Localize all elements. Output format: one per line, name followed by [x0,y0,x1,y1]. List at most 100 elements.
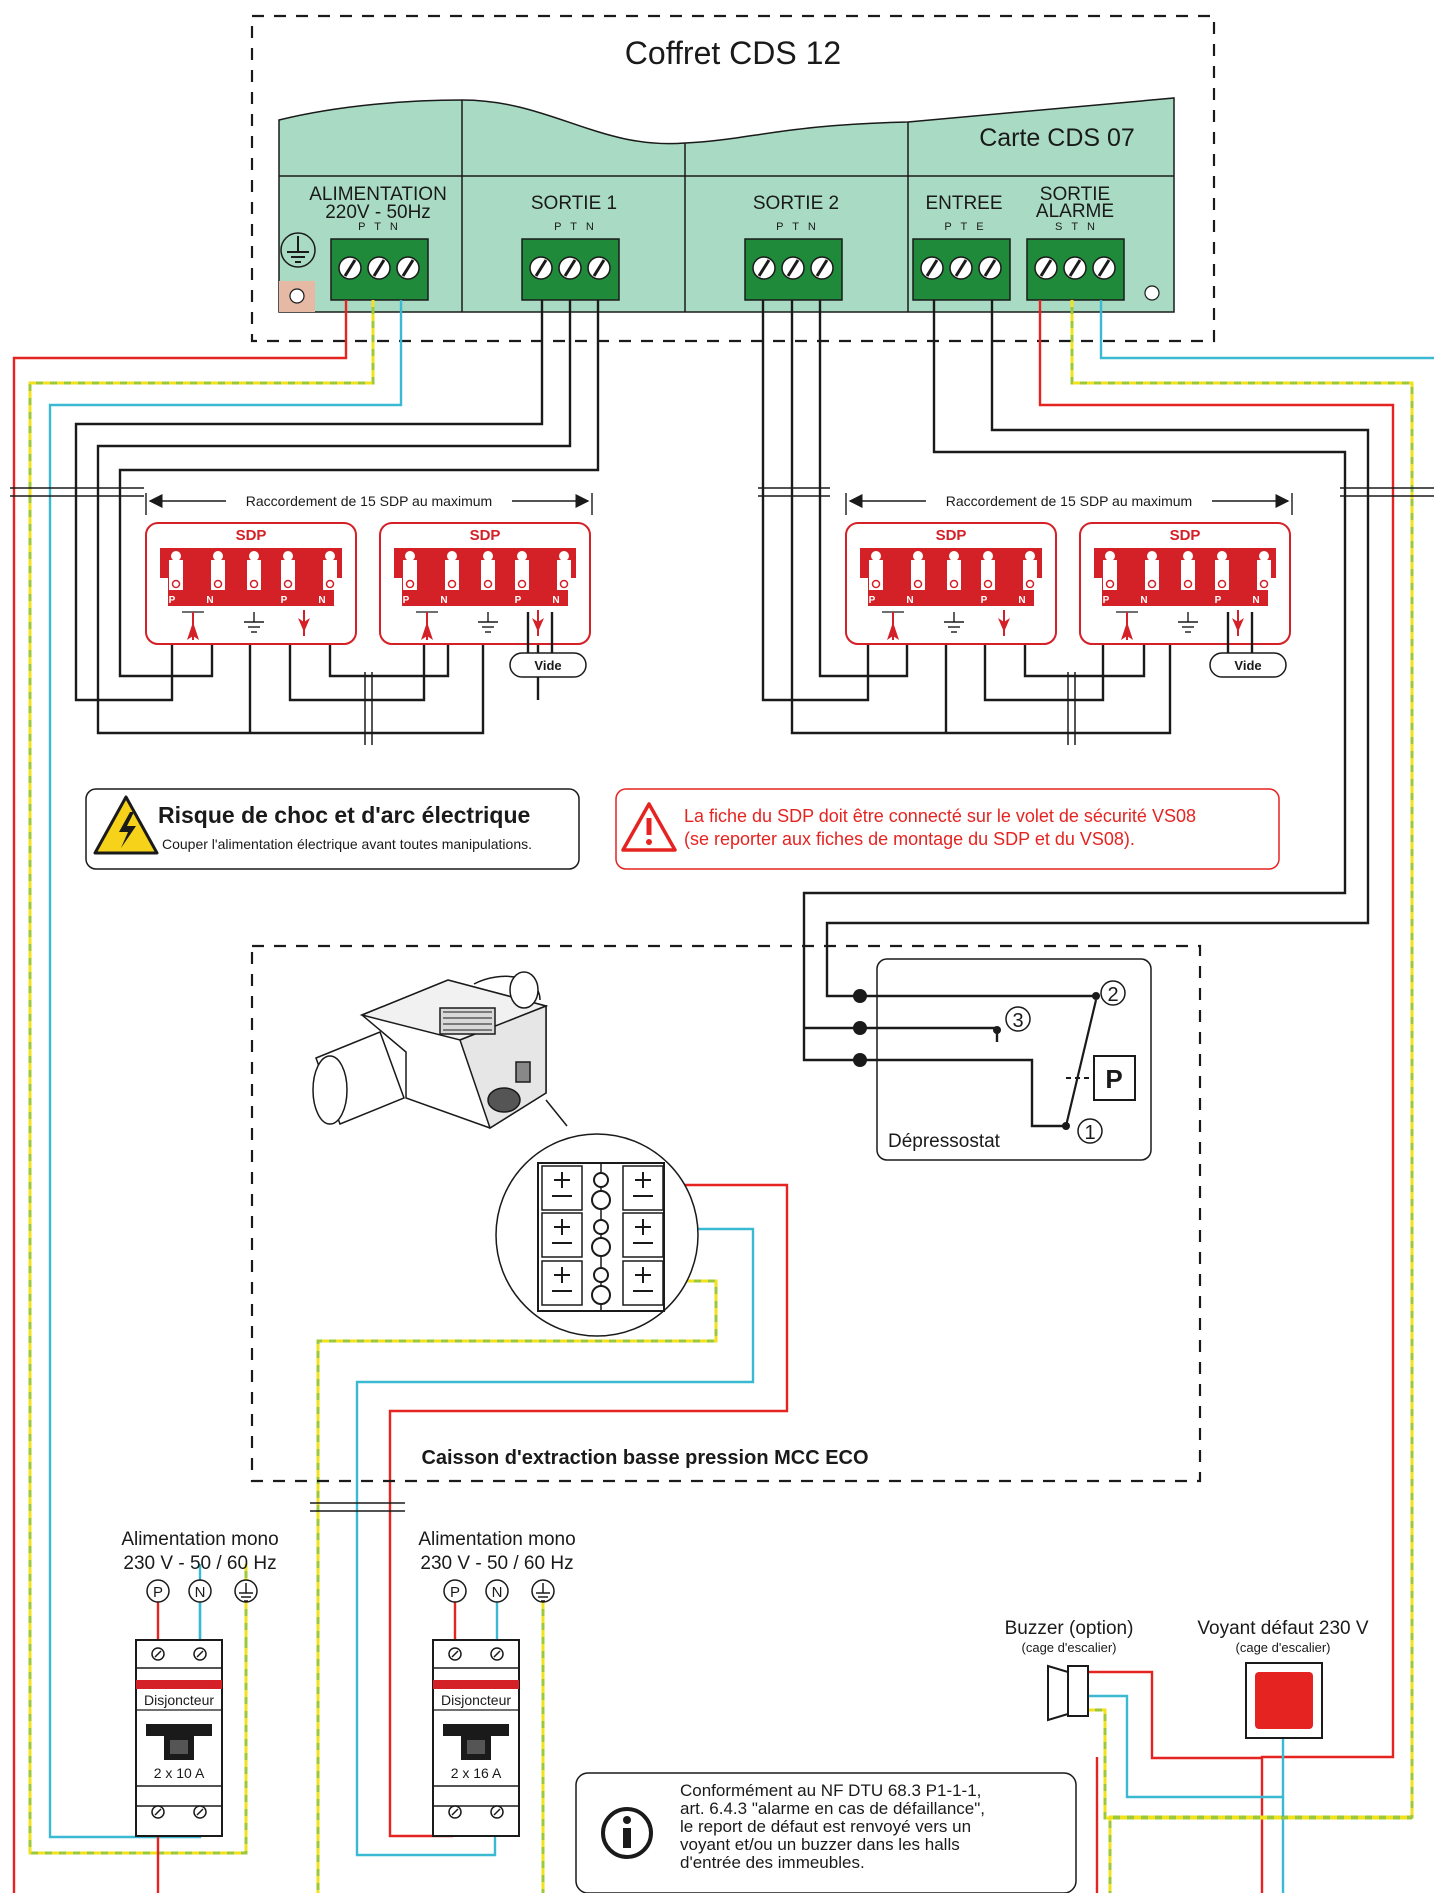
circuit-breaker: Disjoncteur 2 x 10 A [135,1639,223,1837]
note-line: Conformément au NF DTU 68.3 P1-1-1, [680,1781,981,1800]
note-line: art. 6.4.3 "alarme en cas de défaillance… [680,1799,985,1818]
voyant-light-icon [1255,1672,1313,1729]
terminal-block-1 [330,238,429,301]
info-icon [601,1807,653,1859]
earth-terminal-icon [531,1579,555,1603]
buzzer-subtitle: (cage d'escalier) [1022,1640,1117,1655]
vide-label: Vide [1234,658,1261,673]
note-line: d'entrée des immeubles. [680,1853,865,1872]
alarme-terminals: S T N [1055,221,1095,233]
terminal-block-3 [744,238,843,301]
breaker-rating: 2 x 10 A [154,1765,205,1781]
supply-terminal: N [492,1584,503,1601]
sdp-pin-label: P [169,595,176,606]
contact-1-label: 1 [1084,1122,1095,1144]
sdp-label: SDP [936,527,967,544]
supply-terminal: P [153,1584,163,1601]
sortie2-label: SORTIE 2 [753,193,839,214]
sdp-pin-label: P [515,595,522,606]
dtu-note: Conformément au NF DTU 68.3 P1-1-1,art. … [575,1772,1077,1893]
mounting-hole [1144,285,1160,301]
contact-2-label: 2 [1107,984,1118,1006]
power-supply-1: Alimentation mono 230 V - 50 / 60 Hz P N Dis… [121,1529,279,1837]
sdp-pin-label: N [1018,595,1025,606]
sdp-warning-line1: La fiche du SDP doit être connecté sur l… [684,806,1196,826]
shock-text: Couper l'alimentation électrique avant t… [162,836,532,852]
earth-icon [280,232,316,268]
power-supplies: Alimentation mono 230 V - 50 / 60 Hz P N Dis… [121,1529,576,1837]
sdp-pin-label: P [281,595,288,606]
entree-terminals: P T E [944,221,983,233]
high-voltage-icon [93,795,159,855]
terminal-blocks [330,238,1125,301]
coffret-title: Coffret CDS 12 [625,35,841,71]
alarme-label-2: ALARME [1036,201,1114,222]
sdp-label: SDP [470,527,501,544]
sdp-unit: SDP P N P N [845,522,1057,645]
entree-label: ENTREE [925,193,1002,214]
sdp-pin-label: N [906,595,913,606]
sdp-warning: La fiche du SDP doit être connecté sur l… [615,788,1280,870]
note-line: le report de défaut est renvoyé vers un [680,1817,971,1836]
supply-title: Alimentation mono [418,1529,575,1550]
sdp-range-label: Raccordement de 15 SDP au maximum [946,493,1192,509]
contact-3-label: 3 [1012,1010,1023,1032]
supply-terminal: N [195,1584,206,1601]
sdp-pin-label: P [403,595,410,606]
sdp-pin-label: N [1252,595,1259,606]
voyant-subtitle: (cage d'escalier) [1236,1640,1331,1655]
card-title: Carte CDS 07 [979,124,1135,152]
supply-spec: 230 V - 50 / 60 Hz [420,1553,573,1574]
alimentation-terminals: P T N [358,221,398,233]
buzzer: Buzzer (option) (cage d'escalier) [1005,1618,1134,1722]
sortie1-terminals: P T N [554,221,594,233]
alarme-label: SORTIE [1040,184,1110,205]
buzzer-icon [1047,1664,1089,1722]
sdp-pin-label: N [206,595,213,606]
sdp-label: SDP [236,527,267,544]
supply-spec: 230 V - 50 / 60 Hz [123,1553,276,1574]
terminal-block-5 [1026,238,1125,301]
breaker-label: Disjoncteur [144,1692,214,1708]
alimentation-voltage: 220V - 50Hz [325,202,431,223]
shock-title: Risque de choc et d'arc électrique [158,802,530,828]
sdp-pin-label: N [552,595,559,606]
wires [10,300,1434,1893]
terminal-block-2 [521,238,620,301]
sdp-unit: SDP P N P N Vide [1079,522,1291,678]
terminal-block-4 [912,238,1011,301]
depressostat-p-label: P [1105,1064,1122,1094]
sortie2-terminals: P T N [776,221,816,233]
caisson-zone: Caisson d'extraction basse pression MCC … [250,944,1202,1483]
sdp-label: SDP [1170,527,1201,544]
warning-icon [621,802,677,852]
breaker-rating: 2 x 16 A [451,1765,502,1781]
sdp-pin-label: P [981,595,988,606]
sdp-pin-label: N [1140,595,1147,606]
sdp-warning-line2: (se reporter aux fiches de montage du SD… [684,829,1135,849]
vide-label: Vide [534,658,561,673]
depressostat: P 2 3 1 Dépressostat [853,958,1152,1161]
power-supply-2: Alimentation mono 230 V - 50 / 60 Hz P N Dis… [418,1529,576,1837]
supply-title: Alimentation mono [121,1529,278,1550]
sdp-pin-label: P [1215,595,1222,606]
supply-terminal: P [450,1584,460,1601]
depressostat-label: Dépressostat [888,1131,1001,1152]
sortie1-label: SORTIE 1 [531,193,617,214]
sdp-range-label: Raccordement de 15 SDP au maximum [246,493,492,509]
sdp-pin-label: N [318,595,325,606]
buzzer-title: Buzzer (option) [1005,1618,1134,1639]
shock-warning: Risque de choc et d'arc électrique Coupe… [85,788,580,870]
sdp-unit: SDP P N P N [145,522,357,645]
voyant-title: Voyant défaut 230 V [1197,1618,1368,1639]
sdp-pin-label: P [869,595,876,606]
sdp-pin-label: P [1103,595,1110,606]
coffret-cds12: Coffret CDS 12 Carte CDS 07 ALIMENTATION… [250,14,1216,343]
earth-terminal-icon [234,1579,258,1603]
